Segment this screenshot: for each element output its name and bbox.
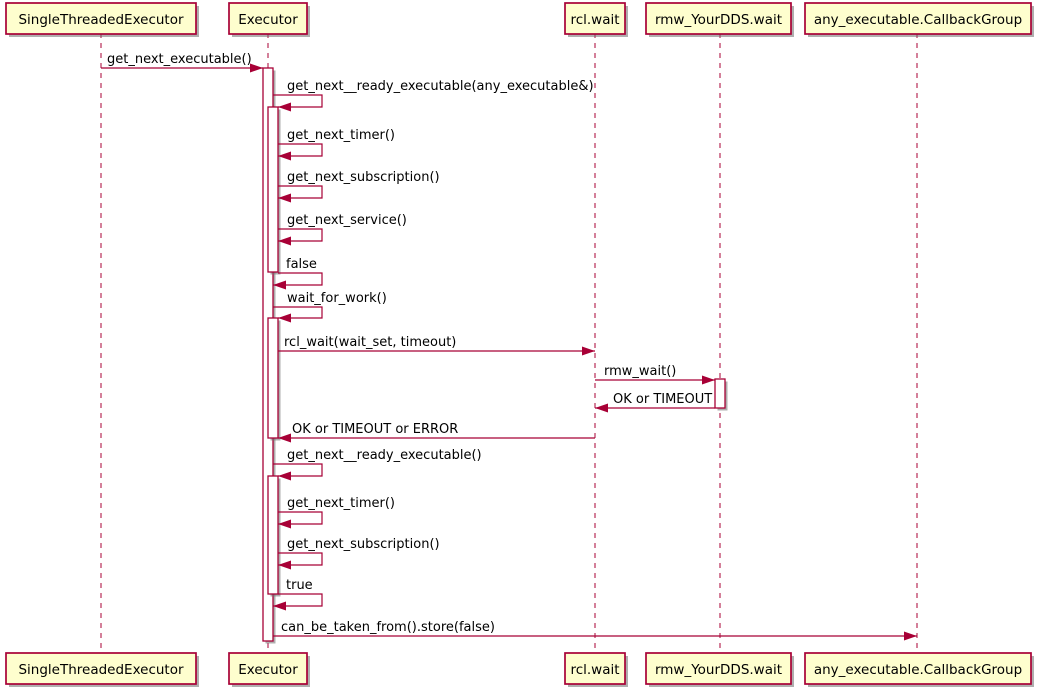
arrowhead [278, 193, 291, 203]
arrowhead [904, 631, 917, 641]
message-line [278, 511, 323, 525]
message-line [273, 463, 323, 477]
participant-label-bottom-rmwwait: rmw_YourDDS.wait [655, 662, 782, 678]
message-self-11: get_next__ready_executable() [273, 448, 482, 481]
message-call-0: get_next_executable() [101, 52, 263, 73]
message-self-4: get_next_service() [278, 213, 407, 246]
message-self-1: get_next__ready_executable(any_executabl… [273, 79, 594, 112]
message-line [278, 552, 323, 566]
participant-box-bottom-rclwait [564, 652, 626, 685]
message-self-6: wait_for_work() [273, 291, 387, 323]
message-label: get_next_executable() [107, 52, 252, 67]
message-line [278, 185, 323, 199]
participant-label-top-cbg: any_executable.CallbackGroup [814, 12, 1022, 28]
arrowhead [582, 346, 595, 356]
message-self-return-14: true [273, 578, 323, 611]
arrowhead [250, 63, 263, 73]
message-line [278, 228, 323, 242]
arrowhead [278, 102, 291, 112]
arrowhead [278, 313, 291, 323]
participant-box-top-ste [5, 2, 197, 35]
message-return-10: OK or TIMEOUT or ERROR [278, 422, 595, 443]
participant-box-bottom-rmwwait [645, 652, 792, 685]
participant-label-bottom-executor: Executor [238, 662, 298, 678]
message-self-13: get_next_subscription() [278, 537, 440, 570]
participant-label-top-rclwait: rcl.wait [570, 12, 619, 28]
participant-label-top-executor: Executor [238, 12, 298, 28]
participant-box-top-cbg [804, 2, 1032, 35]
message-call-15: can_be_taken_from().store(false) [273, 620, 917, 641]
message-self-return-5: false [273, 257, 323, 290]
participant-box-top-executor [228, 2, 308, 35]
message-self-2: get_next_timer() [278, 128, 395, 161]
message-self-3: get_next_subscription() [278, 170, 440, 203]
participant-label-top-ste: SingleThreadedExecutor [18, 12, 184, 28]
participant-box-bottom-ste [5, 652, 197, 685]
message-label: get_next_timer() [287, 128, 395, 143]
message-label: false [286, 257, 317, 272]
participant-box-top-rclwait [564, 2, 626, 35]
arrowhead [273, 280, 286, 290]
message-label: OK or TIMEOUT [613, 392, 712, 407]
message-line [273, 272, 323, 286]
activation-bar-executor-ready-exec-2 [267, 475, 279, 595]
message-label: get_next_subscription() [287, 170, 440, 185]
arrowhead [278, 560, 291, 570]
message-label: get_next_service() [287, 213, 407, 228]
activation-bar-executor-ready-exec [267, 106, 279, 273]
participant-box-top-rmwwait [645, 2, 792, 35]
message-label: true [286, 578, 313, 593]
message-line [278, 143, 323, 157]
message-label: rmw_wait() [604, 364, 676, 379]
participant-label-bottom-ste: SingleThreadedExecutor [18, 662, 184, 678]
participant-label-top-rmwwait: rmw_YourDDS.wait [655, 12, 782, 28]
arrowhead [278, 236, 291, 246]
message-label: can_be_taken_from().store(false) [281, 620, 495, 635]
message-return-9: OK or TIMEOUT [595, 392, 715, 413]
activation-bar-executor-wait-for-work [267, 317, 279, 439]
participant-box-bottom-cbg [804, 652, 1032, 685]
arrowhead [278, 433, 291, 443]
message-line [273, 593, 323, 607]
message-label: get_next_subscription() [287, 537, 440, 552]
arrowhead [278, 471, 291, 481]
message-call-8: rmw_wait() [595, 364, 715, 385]
participant-box-bottom-executor [228, 652, 308, 685]
message-label: wait_for_work() [287, 291, 387, 306]
arrowhead [273, 601, 286, 611]
arrowhead [278, 151, 291, 161]
arrowhead [595, 403, 608, 413]
message-call-7: rcl_wait(wait_set, timeout) [278, 335, 595, 356]
message-label: get_next_timer() [287, 496, 395, 511]
arrowhead [702, 375, 715, 385]
participant-label-bottom-cbg: any_executable.CallbackGroup [814, 662, 1022, 678]
activation-bar-rmw-wait [714, 378, 726, 409]
message-line [273, 306, 323, 319]
participant-label-bottom-rclwait: rcl.wait [570, 662, 619, 678]
message-label: get_next__ready_executable(any_executabl… [287, 79, 594, 94]
message-line [273, 94, 323, 108]
message-self-12: get_next_timer() [278, 496, 395, 529]
message-label: get_next__ready_executable() [287, 448, 482, 463]
message-label: OK or TIMEOUT or ERROR [292, 422, 458, 437]
message-label: rcl_wait(wait_set, timeout) [284, 335, 456, 350]
arrowhead [278, 519, 291, 529]
